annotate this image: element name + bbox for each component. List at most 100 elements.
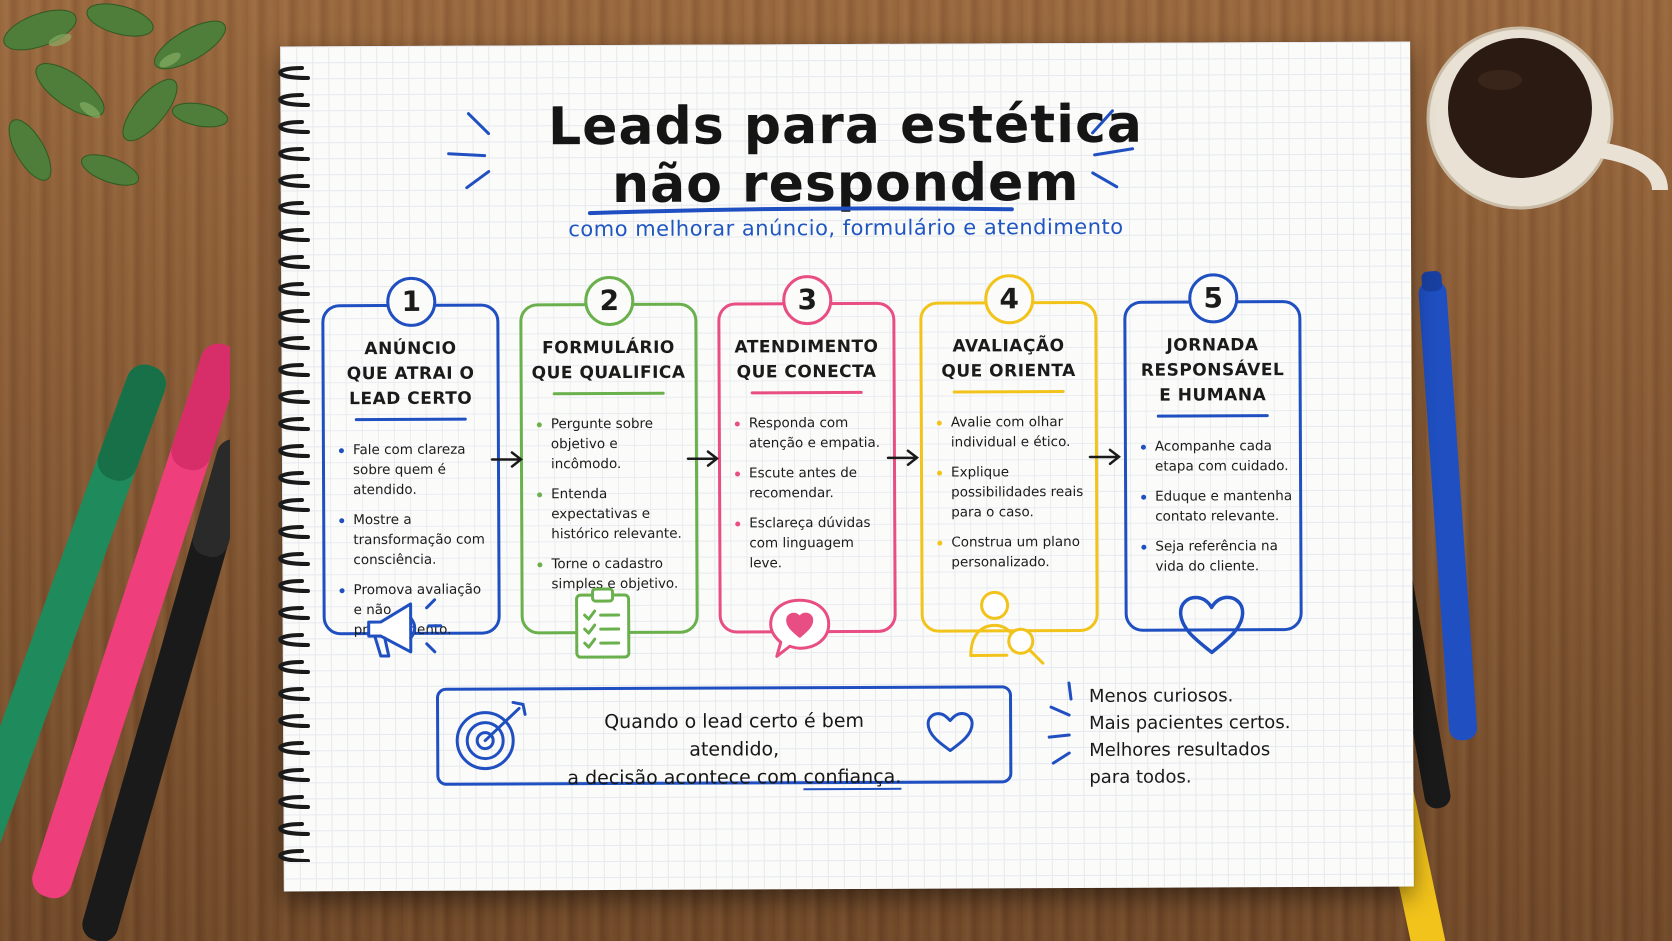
conclusion-line1: Quando o lead certo é bem atendido,	[559, 707, 909, 765]
spiral-ring	[280, 635, 308, 645]
person-magnifier-icon	[967, 587, 1049, 665]
spiral-ring	[280, 716, 308, 726]
spiral-ring	[280, 419, 308, 429]
bullet-item: Responda com atenção e empatia.	[735, 413, 887, 454]
step-title-line: que atrai o	[331, 362, 491, 388]
spiral-ring	[280, 608, 308, 618]
spiral-ring	[280, 500, 308, 510]
step-number-badge: 4	[984, 274, 1034, 324]
sidenote-line: Menos curiosos.	[1089, 682, 1290, 710]
step-bullets: Avalie com olhar individual e ético. Expl…	[937, 412, 1090, 583]
spiral-ring	[280, 527, 308, 537]
markers-left-icon	[0, 320, 230, 941]
step-title-underline	[751, 391, 863, 394]
step-number-badge: 2	[584, 276, 634, 326]
spiral-ring	[280, 743, 308, 753]
heart-chat-bubble-icon	[767, 594, 833, 660]
spiral-ring	[280, 581, 308, 591]
bullet-item: Explique possibilidades reais para o cas…	[937, 462, 1089, 523]
step-number-badge: 3	[782, 275, 832, 325]
sidenote-line: Melhores resultados	[1089, 736, 1290, 764]
step-title-line: Jornada	[1132, 333, 1292, 359]
step-title-underline	[953, 390, 1065, 393]
step-title-line: Avaliação	[928, 334, 1088, 360]
step-title-line: Formulário	[528, 336, 688, 362]
bullet-item: Fale com clareza sobre quem é atendido.	[339, 440, 491, 501]
spiral-ring	[280, 230, 308, 240]
step-number-badge: 5	[1188, 273, 1238, 323]
spiral-ring	[280, 68, 308, 78]
step-bullets: Pergunte sobre objetivo e incômodo. Enten…	[537, 414, 690, 605]
arrow-right-icon	[1088, 447, 1122, 467]
bullet-item: Eduque e mantenha contato relevante.	[1141, 486, 1293, 527]
arrow-right-icon	[490, 449, 524, 469]
step-title-line: que orienta	[929, 359, 1089, 385]
bullet-item: Entenda expectativas e histórico relevan…	[537, 484, 689, 545]
step-bullets: Acompanhe cada etapa com cuidado. Eduque …	[1141, 436, 1294, 587]
conclusion-emphasis: confiança.	[803, 766, 901, 790]
step-card-avaliacao: 4Avaliaçãoque orientaAvalie com olhar in…	[919, 301, 1098, 633]
spiral-ring	[280, 365, 308, 375]
sidenote-line: para todos.	[1089, 763, 1290, 791]
step-title-underline	[1157, 414, 1269, 417]
conclusion-box: Quando o lead certo é bem atendido, a de…	[436, 685, 1012, 786]
spiral-ring	[280, 257, 308, 267]
bullet-item: Avalie com olhar individual e ético.	[937, 412, 1089, 453]
target-dart-icon	[453, 698, 533, 774]
step-title: Formulárioque qualifica	[528, 336, 688, 387]
spiral-ring	[280, 662, 308, 672]
plant-leaves-icon	[0, 0, 250, 220]
conclusion-text: Quando o lead certo é bem atendido, a de…	[559, 707, 909, 793]
emphasis-lines-icon	[1043, 677, 1083, 777]
spiral-ring	[280, 689, 308, 699]
step-bullets: Responda com atenção e empatia. Escute an…	[735, 413, 888, 584]
bullet-item: Esclareça dúvidas com linguagem leve.	[735, 513, 887, 574]
step-title-line: que conecta	[727, 360, 887, 386]
heart-icon	[1177, 594, 1247, 656]
spiral-ring	[280, 284, 308, 294]
spark-lines-left-icon	[440, 106, 500, 196]
step-title: Jornadaresponsávele humana	[1132, 333, 1292, 409]
step-title-line: responsável	[1133, 358, 1293, 384]
step-title: Avaliaçãoque orienta	[928, 334, 1088, 385]
spiral-ring	[280, 203, 308, 213]
spiral-ring	[280, 338, 308, 348]
conclusion-line2-prefix: a decisão acontece com	[567, 766, 803, 789]
spiral-ring	[280, 554, 308, 564]
step-title-line: Atendimento	[726, 335, 886, 361]
spiral-ring	[280, 473, 308, 483]
arrow-right-icon	[686, 449, 720, 469]
bullet-item: Acompanhe cada etapa com cuidado.	[1141, 436, 1293, 477]
notebook-page: Leads para estética não respondem como m…	[280, 42, 1414, 892]
step-title: Atendimentoque conecta	[726, 335, 886, 386]
megaphone-icon	[361, 594, 451, 666]
step-card-atendimento: 3Atendimentoque conectaResponda com aten…	[717, 302, 896, 634]
sidenote-line: Mais pacientes certos.	[1089, 709, 1290, 737]
clipboard-checklist-icon	[573, 585, 633, 661]
spiral-binding	[262, 62, 322, 862]
spiral-ring	[280, 824, 308, 834]
bullet-item: Mostre a transformação com consciência.	[339, 510, 491, 571]
spark-lines-right-icon	[1080, 103, 1140, 193]
spiral-ring	[280, 446, 308, 456]
spiral-ring	[280, 392, 308, 402]
step-title-underline	[355, 418, 467, 421]
spiral-ring	[280, 851, 308, 861]
heart-outline-icon	[925, 710, 975, 754]
spiral-ring	[280, 797, 308, 807]
step-title-underline	[553, 392, 665, 395]
step-card-jornada: 5Jornadaresponsávele humanaAcompanhe cad…	[1123, 300, 1302, 632]
bullet-item: Escute antes de recomendar.	[735, 463, 887, 504]
step-number-badge: 1	[386, 277, 436, 327]
spiral-ring	[280, 95, 308, 105]
conclusion-line2: a decisão acontece com confiança.	[559, 763, 909, 793]
step-title-line: lead certo	[331, 387, 491, 413]
spiral-ring	[280, 122, 308, 132]
arrow-right-icon	[886, 448, 920, 468]
bullet-item: Pergunte sobre objetivo e incômodo.	[537, 414, 689, 475]
sidenote: Menos curiosos. Mais pacientes certos. M…	[1089, 682, 1291, 791]
step-title-line: Anúncio	[330, 337, 490, 363]
bullet-item: Construa um plano personalizado.	[937, 532, 1089, 573]
